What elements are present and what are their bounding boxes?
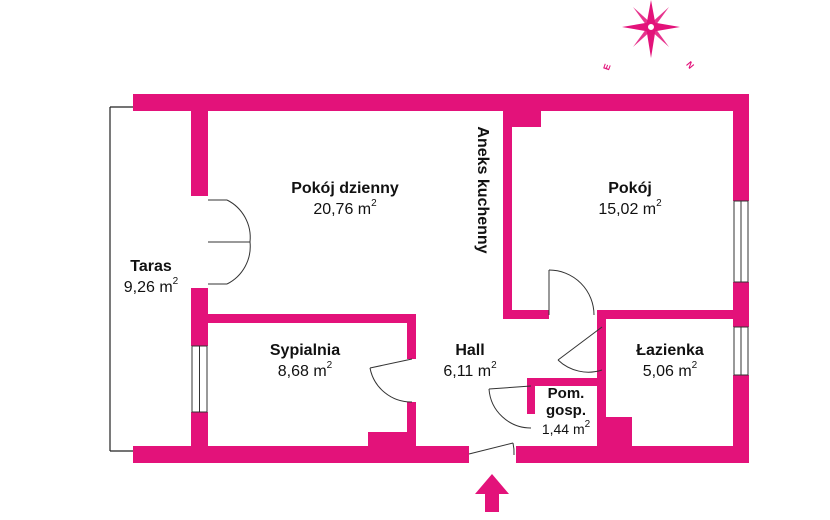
room-area: 8,68 m2 xyxy=(277,359,333,380)
room-name: Łazienka xyxy=(636,342,704,359)
room-name: Taras xyxy=(130,258,172,275)
room-label-pokoj: Pokój 15,02 m2 xyxy=(560,180,700,218)
terrace-outline xyxy=(109,106,133,452)
walls xyxy=(133,94,749,463)
room-name-line1: Pom. xyxy=(547,385,585,402)
room-label-pokoj-dzienny: Pokój dzienny 20,76 m2 xyxy=(265,180,425,218)
room-label-lazienka: Łazienka 5,06 m2 xyxy=(615,342,725,380)
doors xyxy=(208,199,603,456)
room-area: 1,44 m2 xyxy=(541,419,591,437)
room-name: Sypialnia xyxy=(269,342,341,359)
room-name: Pokój dzienny xyxy=(291,180,399,197)
room-label-sypialnia: Sypialnia 8,68 m2 xyxy=(250,342,360,380)
room-area: 9,26 m2 xyxy=(123,275,179,296)
room-area: 5,06 m2 xyxy=(642,359,698,380)
room-area: 6,11 m2 xyxy=(443,359,497,380)
windows xyxy=(191,200,749,413)
room-area: 15,02 m2 xyxy=(598,197,662,218)
room-label-hall: Hall 6,11 m2 xyxy=(425,342,515,380)
room-label-pom-gosp: Pom. gosp. 1,44 m2 xyxy=(530,385,602,437)
room-name: Pokój xyxy=(608,180,652,197)
room-area: 20,76 m2 xyxy=(313,197,377,218)
room-name-line2: gosp. xyxy=(546,401,586,419)
room-name: Hall xyxy=(455,342,485,359)
compass-rose-icon xyxy=(622,0,680,58)
room-label-taras: Taras 9,26 m2 xyxy=(106,258,196,296)
entrance-arrow-icon xyxy=(475,474,509,512)
